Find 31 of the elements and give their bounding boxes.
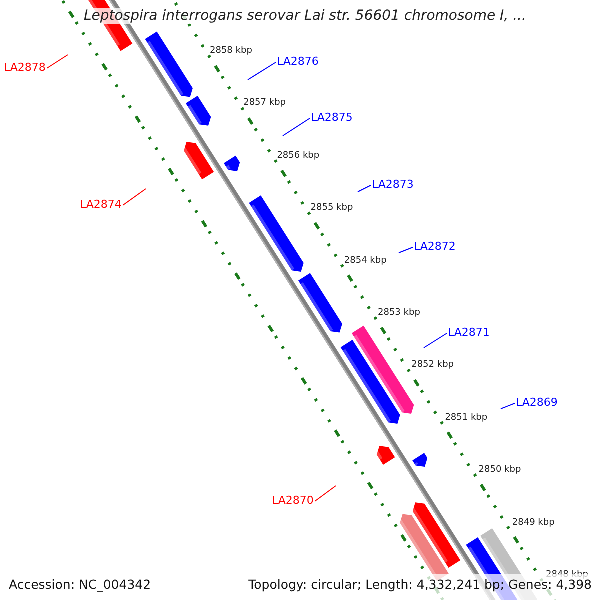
topology-text: Topology: circular; Length: 4,332,241 bp; Genes: 4,398 [248,577,592,592]
leader-line [282,118,310,136]
position-label: 2856 kbp [277,150,320,161]
position-label: 2857 kbp [244,98,286,108]
gene-label: LA2875 [311,111,353,124]
position-label: 2850 kbp [478,465,522,476]
leader-line [248,62,276,80]
gene-label: LA2869 [516,396,558,409]
gene-label: LA2873 [372,178,414,191]
leader-line [358,185,372,192]
leader-line [122,188,146,206]
leader-line [46,54,68,69]
accession-text: Accession: NC_004342 [9,577,152,592]
gene-label: LA2876 [277,55,319,68]
position-label: 2853 kbp [378,308,420,318]
position-label: 2855 kbp [310,203,354,214]
position-label: 2851 kbp [445,412,488,423]
position-label: 2852 kbp [412,360,454,370]
gene-label: LA2874 [80,198,122,211]
leader-line [398,247,414,254]
position-label: 2858 kbp [210,46,252,56]
gene-label: LA2872 [414,240,456,253]
gene-label: LA2878 [4,61,46,74]
leader-line [500,403,516,410]
leader-line [424,333,448,348]
gene-label: LA2871 [448,326,490,339]
position-label: 2854 kbp [344,256,387,266]
leader-line [314,486,336,502]
gene-label: LA2870 [272,494,314,507]
position-label: 2849 kbp [512,518,555,528]
position-label: 2848 kbp [546,570,588,580]
